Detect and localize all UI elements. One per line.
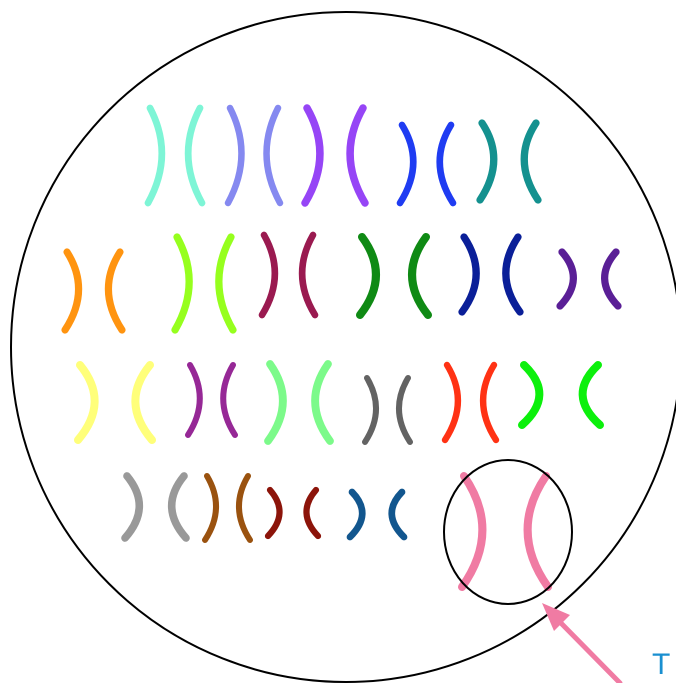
chromosome-c03 xyxy=(305,108,365,203)
chromatid-left xyxy=(65,252,79,330)
chromatid-right xyxy=(524,123,538,200)
chromatid-right xyxy=(267,108,280,203)
chromosome-c15 xyxy=(365,378,410,442)
chromatid-left xyxy=(125,476,139,538)
chromatid-right xyxy=(108,252,122,330)
chromatid-left xyxy=(205,476,216,540)
chromatid-right xyxy=(315,364,330,441)
chromosome-c13 xyxy=(188,365,235,435)
chromosome-c12 xyxy=(78,365,152,440)
chromatid-left xyxy=(445,365,458,440)
chromosome-c09 xyxy=(360,237,428,315)
chromosome-c11 xyxy=(560,252,618,306)
chromosome-c01 xyxy=(148,108,202,203)
callout-arrow xyxy=(542,603,620,683)
chromatid-right xyxy=(239,476,250,540)
chromatid-left xyxy=(462,237,476,312)
chromatid-left xyxy=(560,252,573,306)
chromosome-c02 xyxy=(228,108,280,203)
chromatid-right xyxy=(223,365,235,435)
chromatid-left xyxy=(350,492,362,537)
chromosome-c19 xyxy=(205,476,250,540)
chromatid-right xyxy=(350,108,365,203)
chromatid-right xyxy=(188,108,202,203)
highlight-circle xyxy=(444,460,572,604)
chromatid-right xyxy=(605,252,618,306)
chromatid-right xyxy=(135,365,152,440)
chromatid-right xyxy=(583,365,600,425)
chromatid-right xyxy=(306,490,318,536)
chromatid-left xyxy=(462,476,482,587)
chromosome-c22 xyxy=(462,476,548,587)
chromatid-right xyxy=(219,237,233,330)
chromatid-right xyxy=(506,237,520,312)
cell-nucleus-outline xyxy=(11,12,676,682)
chromosome-c05 xyxy=(480,123,538,200)
chromatid-left xyxy=(268,364,283,441)
chromosome-c08 xyxy=(262,235,315,315)
chromosome-c06 xyxy=(65,252,122,330)
callout-label: T xyxy=(652,645,670,685)
chromosome-c20 xyxy=(268,490,318,536)
chromatid-left xyxy=(148,108,162,203)
chromatid-left xyxy=(262,235,275,315)
chromatid-left xyxy=(305,108,320,203)
chromatid-right xyxy=(412,237,428,315)
chromatid-left xyxy=(268,490,280,536)
chromosome-c07 xyxy=(175,237,233,330)
chromatid-right xyxy=(483,365,496,440)
chromatid-left xyxy=(522,365,539,425)
chromatid-left xyxy=(365,378,376,442)
chromosome-c04 xyxy=(400,125,453,203)
chromatid-right xyxy=(392,492,404,537)
chromatid-right xyxy=(440,125,453,203)
chromatid-left xyxy=(400,125,413,203)
chromatid-right xyxy=(172,476,186,538)
chromatid-left xyxy=(188,365,200,435)
chromosome-c21 xyxy=(350,492,404,537)
chromosome-c17 xyxy=(522,365,600,425)
chromatid-left xyxy=(78,365,95,440)
chromosome-c16 xyxy=(445,365,496,440)
chromosome-c14 xyxy=(268,364,330,441)
chromosome-set xyxy=(65,108,618,587)
chromosome-c18 xyxy=(125,476,186,538)
chromosome-c10 xyxy=(462,237,520,312)
chromatid-right xyxy=(528,476,548,587)
chromatid-right xyxy=(302,235,315,315)
chromatid-left xyxy=(228,108,241,203)
chromatid-left xyxy=(360,237,376,315)
chromatid-left xyxy=(175,237,189,330)
chromatid-left xyxy=(480,123,494,200)
chromatid-right xyxy=(399,378,410,442)
